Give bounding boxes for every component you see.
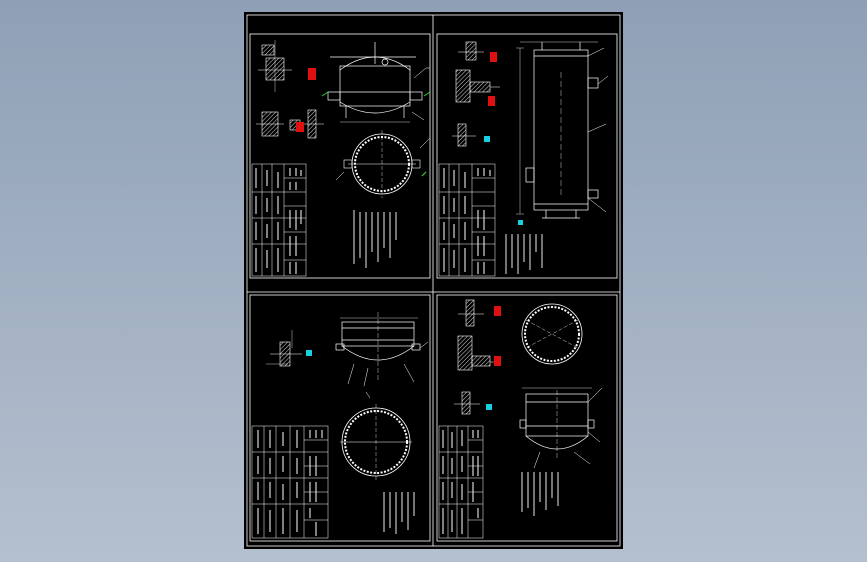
weld-detail-2 <box>256 109 324 139</box>
section-marker <box>308 68 316 80</box>
panel-bottom-left <box>251 312 429 539</box>
column-vessel-elevation <box>516 41 599 219</box>
dished-head-elevation <box>335 312 421 382</box>
section-marker <box>490 52 497 62</box>
dimension-marker <box>486 404 492 410</box>
parts-table <box>251 425 329 539</box>
section-marker <box>488 96 495 106</box>
table-text-strokes <box>257 430 323 536</box>
dimension-marker <box>518 220 523 225</box>
section-marker <box>296 122 304 132</box>
weld-detail-1 <box>452 41 500 147</box>
drawing-sheet[interactable] <box>244 12 623 549</box>
dimension-marker <box>484 136 490 142</box>
vessel-plan-view <box>521 303 583 365</box>
parts-table <box>438 425 484 539</box>
weld-detail-1 <box>266 330 302 367</box>
sheet-frame <box>246 14 621 547</box>
dimension-marker <box>306 350 312 356</box>
table-text-strokes <box>442 430 479 534</box>
vessel-elevation <box>327 42 423 123</box>
jacketed-vessel-elevation <box>519 387 595 458</box>
weld-detail-1 <box>454 299 500 415</box>
weld-detail-1 <box>258 40 292 92</box>
section-marker <box>494 306 501 316</box>
section-marker <box>494 356 501 366</box>
panel-top-left <box>251 40 431 277</box>
panel-bottom-right <box>438 299 603 539</box>
panel-top-right <box>438 41 609 277</box>
technical-notes <box>353 210 397 268</box>
technical-notes <box>521 472 559 516</box>
parts-table <box>438 163 496 277</box>
technical-notes <box>505 234 543 274</box>
table-text-strokes <box>255 168 302 274</box>
vessel-plan-view <box>335 130 431 198</box>
table-text-strokes <box>443 168 491 274</box>
technical-notes <box>383 492 415 534</box>
drawing-canvas <box>246 14 621 547</box>
vessel-plan-view <box>340 391 412 480</box>
parts-table <box>251 163 307 277</box>
